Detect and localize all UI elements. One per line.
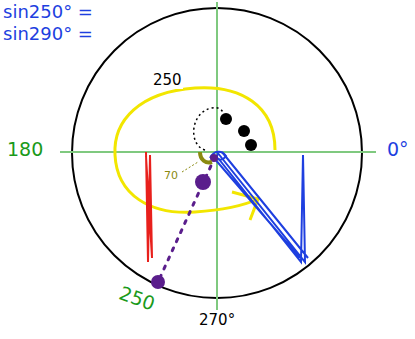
angle-label: 250 [116, 282, 159, 315]
angle-arc [194, 108, 225, 150]
point [245, 139, 257, 151]
angle-label: 250 [152, 72, 183, 89]
angle-label: 70 [163, 170, 179, 182]
angle-label: 270° [198, 312, 236, 329]
leader-line [182, 162, 198, 172]
handwritten-note: sin290° = [2, 24, 94, 44]
reference-triangle [214, 152, 308, 262]
terminal-ray [158, 157, 215, 282]
sine-segment [146, 152, 152, 262]
point [220, 113, 232, 125]
point [151, 275, 165, 289]
handwritten-note: sin250° = [2, 2, 94, 22]
point [195, 174, 211, 190]
point [238, 125, 250, 137]
angle-label: 0° [386, 139, 410, 160]
reference-angle-arc [200, 152, 212, 163]
angle-label: 180 [6, 139, 44, 160]
